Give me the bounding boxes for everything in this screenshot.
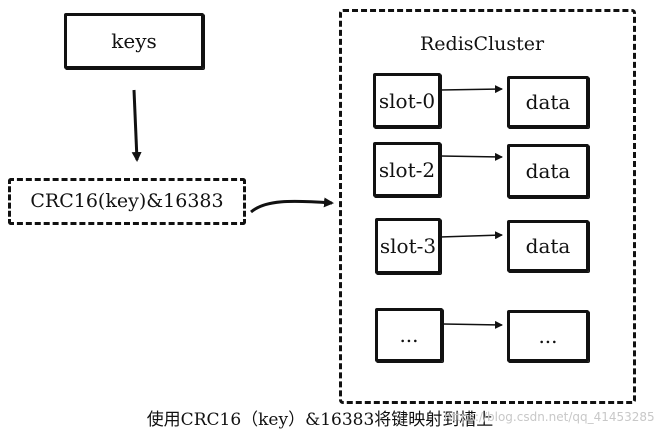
keys-to-hash-arrow	[131, 89, 142, 162]
hash-function-box: CRC16(key)&16383	[8, 178, 246, 225]
data-box: data	[507, 220, 589, 272]
data-box: ...	[507, 310, 589, 362]
data-box: data	[507, 76, 589, 128]
hash-to-cluster-arrow	[250, 197, 334, 214]
slot-label: slot-0	[378, 88, 436, 113]
data-box: data	[507, 144, 589, 198]
watermark-text: https://blog.csdn.net/qq_41453285	[444, 410, 655, 424]
keys-label: keys	[111, 29, 157, 53]
slot0-to-data-arrow	[439, 85, 503, 94]
slot3-to-data-arrow	[439, 231, 503, 240]
hash-function-label: CRC16(key)&16383	[30, 190, 224, 212]
slot-box: slot-2	[373, 142, 441, 197]
data-label: data	[525, 90, 571, 114]
figure-caption: 使用CRC16（key）&16383将键映射到槽上	[146, 410, 494, 430]
connector-arrows	[131, 85, 503, 329]
slot-label: slot-2	[378, 157, 436, 182]
slot2-to-data-arrow	[439, 152, 503, 161]
slot-box: ...	[375, 308, 443, 362]
slot-label: slot-3	[379, 234, 437, 258]
slot-box: slot-0	[373, 73, 441, 128]
slot-box: slot-3	[375, 218, 441, 274]
data-label: data	[525, 234, 571, 258]
data-label: data	[525, 159, 571, 183]
ellipsis-to-data-arrow	[442, 320, 503, 329]
redis-cluster-container	[339, 9, 636, 404]
slot-label: ...	[399, 323, 419, 347]
data-label: ...	[538, 324, 558, 348]
redis-cluster-title: RedisCluster	[420, 33, 545, 55]
keys-box: keys	[64, 13, 204, 69]
